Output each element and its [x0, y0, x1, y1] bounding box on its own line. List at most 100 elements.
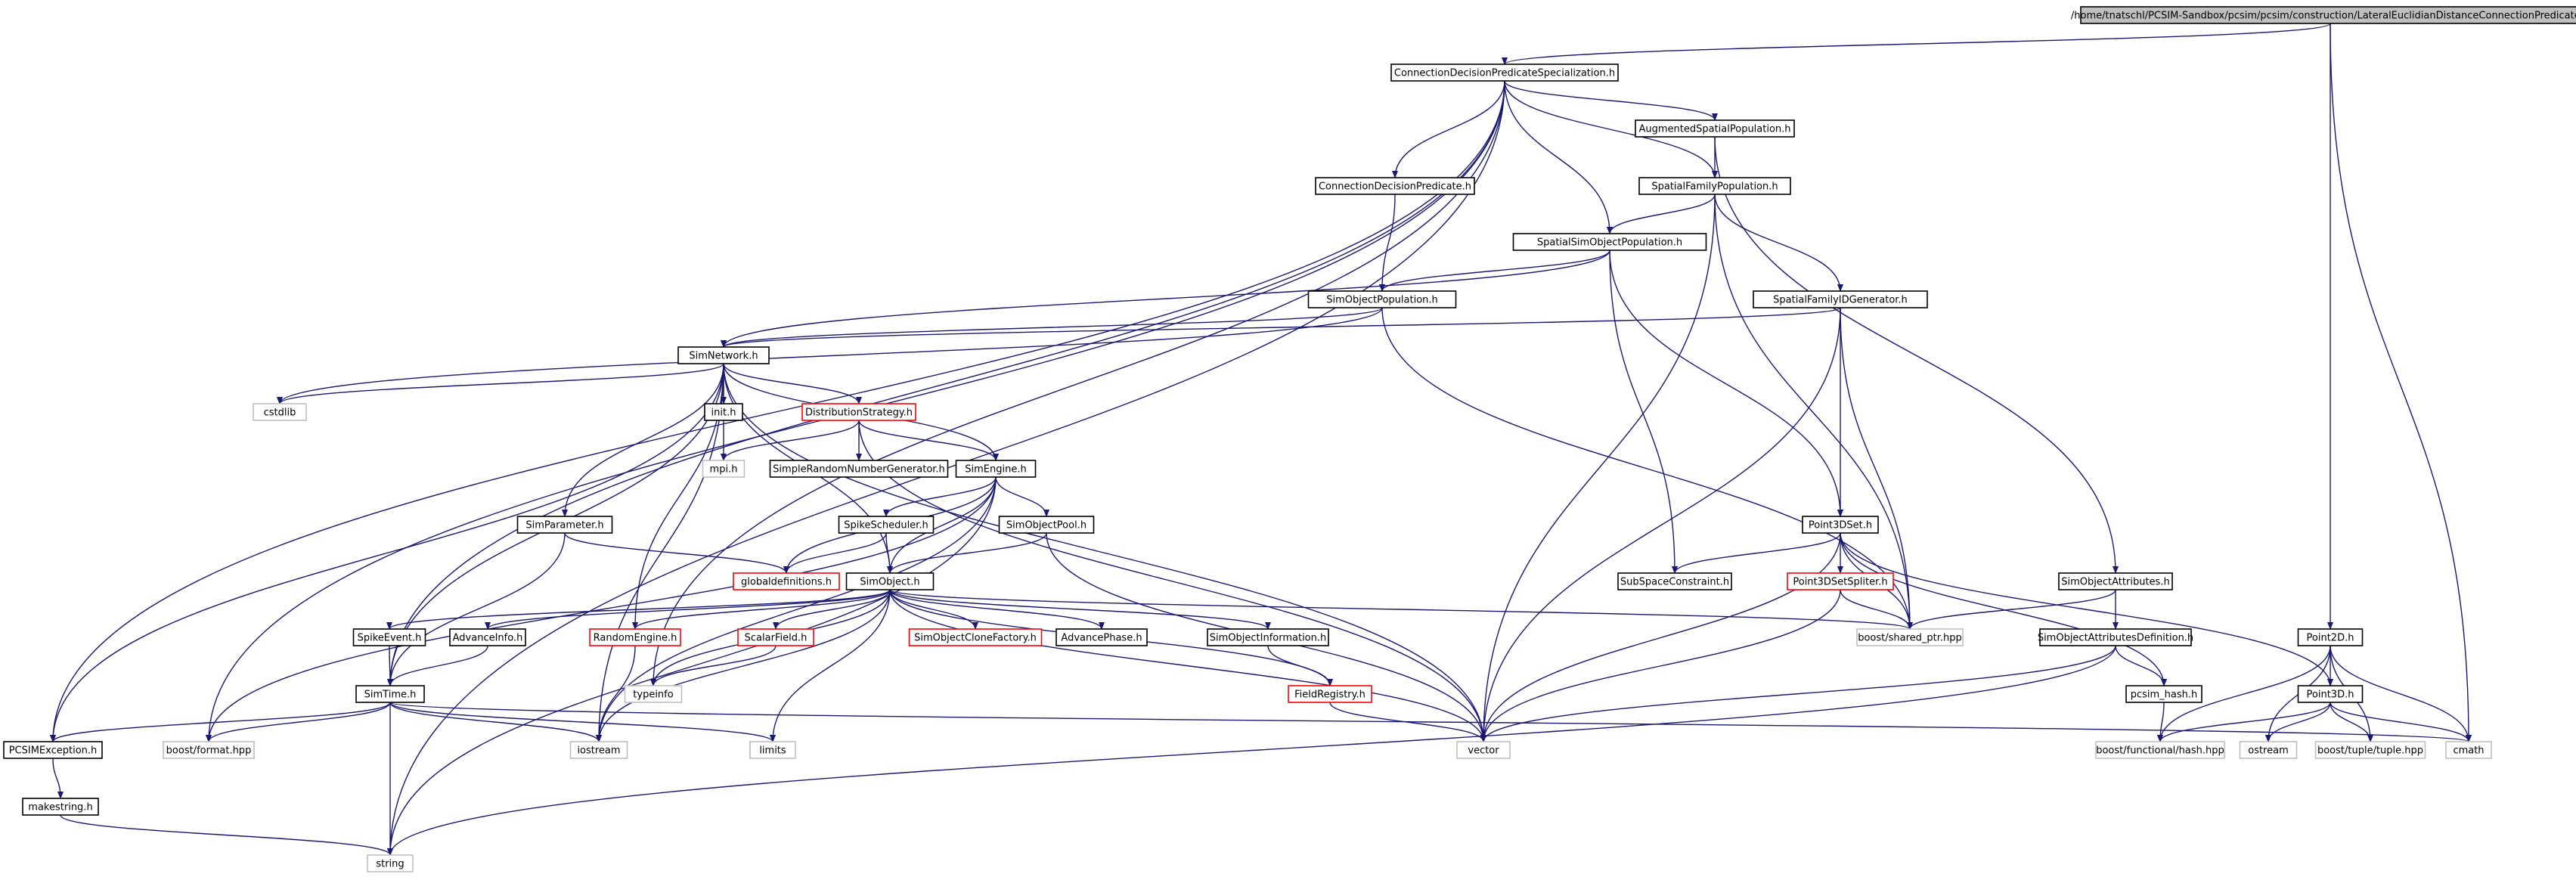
node-mpi-h: mpi.h [702, 460, 746, 478]
edge-cdps-to-cdp [1392, 80, 1505, 178]
node-makestring-h[interactable]: makestring.h [22, 798, 99, 816]
node-box [955, 460, 1037, 478]
node-box [801, 403, 916, 421]
node-fieldregistry-h[interactable]: FieldRegistry.h [1288, 685, 1372, 703]
edge-simobject-to-spikeevent [386, 589, 891, 630]
node-label: typeinfo [633, 690, 673, 701]
edge-simtime-to-iostream [389, 702, 602, 742]
edge-simobject-to-advinfo [485, 589, 891, 630]
node-pcsim-hash-h[interactable]: pcsim_hash.h [2125, 685, 2202, 703]
edge-spikeevent-to-simtime [386, 645, 393, 686]
node-subspaceconstraint-h[interactable]: SubSpaceConstraint.h [1617, 572, 1732, 590]
node-label: SimParameter.h [525, 520, 603, 531]
node-simobjectclonefactory-h[interactable]: SimObjectCloneFactory.h [908, 628, 1043, 646]
edge-point2d-to-cmath [2330, 645, 2472, 742]
edge-simnet-to-iostream [596, 363, 724, 742]
node-box [1617, 572, 1732, 590]
node-label: Point3D.h [2307, 690, 2354, 701]
node-label: SimObjectAttributes.h [2061, 577, 2169, 588]
edge-simnet-to-pcsimexc [50, 363, 724, 742]
node-box [1512, 233, 1707, 251]
node-label: pcsim_hash.h [2131, 690, 2198, 701]
edge-p3dset-to-subspace [1672, 532, 1841, 574]
node-label: AugmentedSpatialPopulation.h [1638, 124, 1790, 135]
node-point3dsetspliter-h[interactable]: Point3DSetSpliter.h [1787, 572, 1894, 590]
node-simtime-h[interactable]: SimTime.h [355, 685, 425, 703]
node-box [163, 741, 255, 759]
node-augmentedspatialpopulation-h[interactable]: AugmentedSpatialPopulation.h [1635, 119, 1795, 138]
node-box [1056, 628, 1148, 646]
node-distributionstrategy-h[interactable]: DistributionStrategy.h [801, 403, 916, 421]
edge-simobject-to-vector [889, 589, 1486, 742]
edge-ssop-to-sop [1379, 249, 1610, 292]
node-point2d-h[interactable]: Point2D.h [2297, 628, 2364, 646]
node-connectiondecisionpredicatespecialization-h[interactable]: ConnectionDecisionPredicateSpecializatio… [1390, 64, 1619, 82]
node-simparameter-h[interactable]: SimParameter.h [516, 516, 613, 534]
node-box [2080, 6, 2576, 24]
edge-advinfo-to-simtime [387, 645, 488, 686]
node-globaldefinitions-h[interactable]: globaldefinitions.h [733, 572, 840, 590]
node-box [352, 628, 426, 646]
edge-sfp-to-ssop [1607, 194, 1716, 234]
node-label: boost/format.hpp [166, 745, 252, 757]
node-cmath: cmath [2445, 741, 2492, 759]
edge-simparam-to-simtime [387, 532, 566, 686]
node-randomengine-h[interactable]: RandomEngine.h [589, 628, 681, 646]
node-box [733, 572, 840, 590]
node-connectiondecisionpredicate-h[interactable]: ConnectionDecisionPredicate.h [1315, 177, 1475, 195]
edge-sop-to-sharedptr [1381, 307, 1913, 630]
node-label: SpatialFamilyPopulation.h [1651, 181, 1778, 193]
node-label: boost/shared_ptr.hpp [1858, 633, 1962, 644]
node-boost-format-hpp: boost/format.hpp [163, 741, 255, 759]
node-label: SimObject.h [860, 577, 919, 588]
node-ostream: ostream [2239, 741, 2298, 759]
node-advancephase-h[interactable]: AdvancePhase.h [1056, 628, 1148, 646]
node-spatialsimobjectpopulation-h[interactable]: SpatialSimObjectPopulation.h [1512, 233, 1707, 251]
node-label: SubSpaceConstraint.h [1620, 577, 1729, 588]
edge-p3dset-to-pcsimhash [1840, 532, 2167, 686]
edge-sfp-to-sharedptr [1714, 194, 1913, 630]
node-simnetwork-h[interactable]: SimNetwork.h [677, 346, 770, 364]
edge-makestring-to-string [60, 814, 393, 856]
node-box [2125, 685, 2202, 703]
node-spikescheduler-h[interactable]: SpikeScheduler.h [838, 516, 935, 534]
node-simplerandomnumbergenerator-h[interactable]: SimpleRandomNumberGenerator.h [769, 460, 949, 478]
node-label: SpikeEvent.h [358, 633, 422, 644]
edge-diststrat-to-simengine [858, 420, 999, 461]
node-simobjectattributesdefinition-h[interactable]: SimObjectAttributesDefinition.h [2038, 628, 2193, 646]
node-label: Point2D.h [2307, 633, 2354, 644]
node-init-h[interactable]: init.h [704, 403, 743, 421]
node-spatialfamilypopulation-h[interactable]: SpatialFamilyPopulation.h [1638, 177, 1791, 195]
edge-cdps-to-sfp [1504, 80, 1718, 178]
node-simobject-h[interactable]: SimObject.h [845, 572, 935, 590]
edge-soattrdef-to-vector [1480, 645, 2116, 742]
node-point3d-h[interactable]: Point3D.h [2297, 685, 2364, 703]
edge-sfp-to-sfig [1714, 194, 1843, 292]
node-boost-functional-hash-hpp: boost/functional/hash.hpp [2095, 741, 2225, 759]
node-label: SimObjectInformation.h [1210, 633, 1327, 644]
node-label: /home/tnatschl/PCSIM-Sandbox/pcsim/pcsim… [2071, 11, 2576, 22]
edge-randeng-to-iostream [596, 645, 636, 742]
edge-sopool-to-simobject [887, 532, 1047, 574]
edge-simobject-to-soinfo [889, 589, 1271, 630]
node-label: ConnectionDecisionPredicate.h [1319, 181, 1471, 193]
edges-layer [50, 23, 2472, 856]
node-pcsimexception-h[interactable]: PCSIMException.h [3, 741, 103, 759]
edge-sfig-to-vector [1480, 307, 1841, 742]
node-home-tnatschl-pcsim-sandbox-pcsim-pcsim-construction-lateraleuclidiandistanceconnectionpredicate-h[interactable]: /home/tnatschl/PCSIM-Sandbox/pcsim/pcsim… [2071, 6, 2576, 24]
node-advanceinfo-h[interactable]: AdvanceInfo.h [449, 628, 526, 646]
node-simobjectpool-h[interactable]: SimObjectPool.h [998, 516, 1095, 534]
node-spikeevent-h[interactable]: SpikeEvent.h [352, 628, 426, 646]
node-point3dset-h[interactable]: Point3DSet.h [1802, 516, 1879, 534]
edge-simobject-to-randeng [632, 589, 891, 630]
node-simobjectattributes-h[interactable]: SimObjectAttributes.h [2058, 572, 2173, 590]
node-simengine-h[interactable]: SimEngine.h [955, 460, 1037, 478]
node-box [3, 741, 103, 759]
node-label: SimNetwork.h [689, 351, 758, 362]
node-box [253, 403, 307, 421]
node-scalarfield-h[interactable]: ScalarField.h [737, 628, 814, 646]
edge-pcsimexc-to-makestring [52, 758, 64, 799]
node-simobjectpopulation-h[interactable]: SimObjectPopulation.h [1307, 290, 1457, 308]
node-spatialfamilyidgenerator-h[interactable]: SpatialFamilyIDGenerator.h [1753, 290, 1928, 308]
node-simobjectinformation-h[interactable]: SimObjectInformation.h [1207, 628, 1329, 646]
